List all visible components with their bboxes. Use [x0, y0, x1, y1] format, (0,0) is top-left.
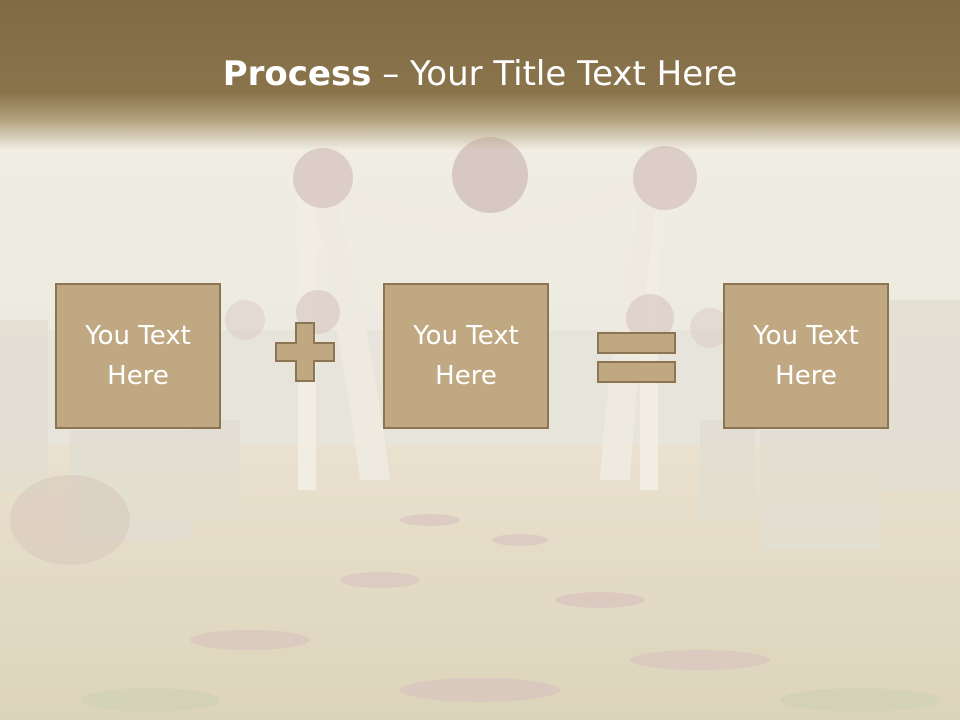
process-box-2-text: You Text Here — [413, 321, 519, 391]
title-bar — [0, 0, 960, 150]
title-bold: Process — [222, 54, 372, 94]
slide-title[interactable]: Process – Your Title Text Here — [0, 52, 960, 96]
process-box-3-text: You Text Here — [753, 321, 859, 391]
process-box-1[interactable]: You Text Here — [55, 283, 221, 429]
process-box-2[interactable]: You Text Here — [383, 283, 549, 429]
process-box-1-text: You Text Here — [85, 321, 191, 391]
title-rest: – Your Title Text Here — [371, 54, 738, 94]
process-box-3[interactable]: You Text Here — [723, 283, 889, 429]
